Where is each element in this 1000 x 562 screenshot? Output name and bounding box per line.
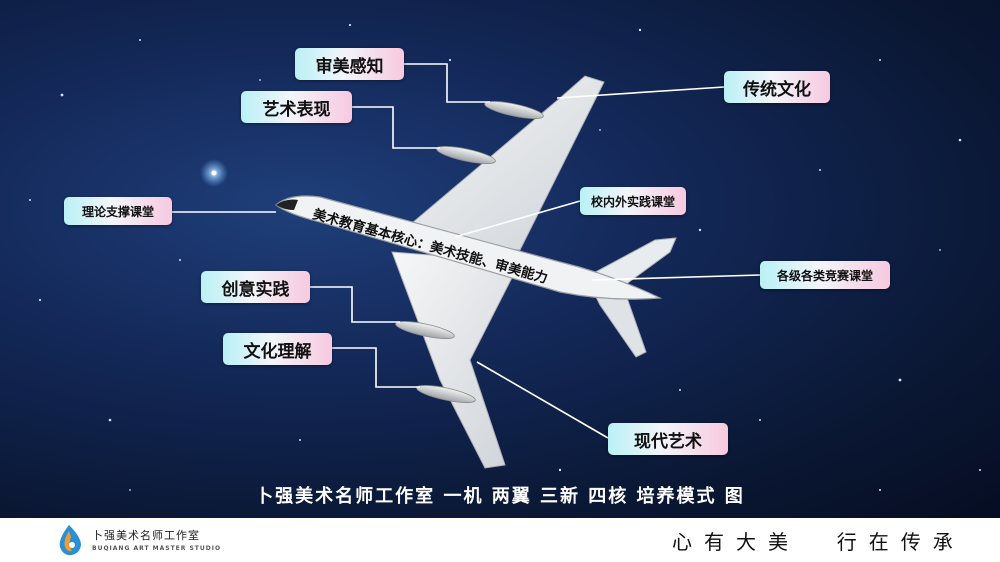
studio-name-en: BUQIANG ART MASTER STUDIO bbox=[92, 545, 222, 552]
label-cultural-understanding: 文化理解 bbox=[223, 333, 332, 365]
label-modern-art: 现代艺术 bbox=[608, 423, 728, 455]
diagram-title: 卜强美术名师工作室 一机 两翼 三新 四核 培养模式 图 bbox=[255, 486, 745, 507]
label-campus-practice: 校内外实践课堂 bbox=[580, 187, 686, 215]
airplane: 美术教育基本核心：美术技能、审美能力 bbox=[275, 75, 677, 469]
engines bbox=[395, 101, 544, 403]
studio-name-cn: 卜强美术名师工作室 bbox=[92, 529, 200, 542]
label-theory-class: 理论支撑课堂 bbox=[64, 197, 172, 225]
airplane-diagram: 美术教育基本核心：美术技能、审美能力 bbox=[29, 23, 981, 491]
motto-text: 心有大美 行在传承 bbox=[672, 530, 965, 554]
cockpit bbox=[276, 199, 298, 210]
lower-wing bbox=[391, 251, 521, 469]
fuselage bbox=[275, 195, 663, 300]
connector-lines bbox=[172, 63, 761, 439]
label-creative-practice: 创意实践 bbox=[201, 271, 310, 303]
footer-bar bbox=[0, 518, 1000, 562]
label-traditional-culture: 传统文化 bbox=[724, 71, 830, 103]
label-artistic-expression: 艺术表现 bbox=[241, 91, 352, 123]
label-aesthetic-perception: 审美感知 bbox=[295, 48, 404, 80]
night-sky-background: 美术教育基本核心：美术技能、审美能力 审美感知 艺术表现 理论支撑课堂 创意实践… bbox=[0, 0, 1000, 518]
studio-logo-icon bbox=[59, 525, 81, 556]
label-competition-class: 各级各类竞赛课堂 bbox=[760, 261, 890, 289]
stars bbox=[29, 23, 981, 491]
